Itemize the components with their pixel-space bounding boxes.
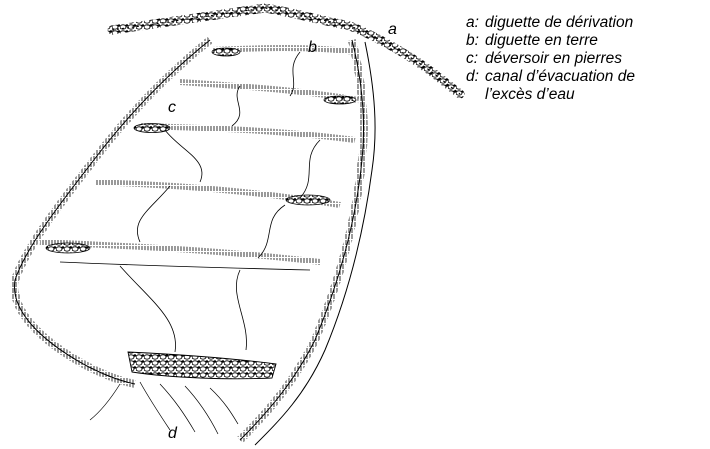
stone-weirs [46, 48, 356, 379]
legend-text: diguette de dérivation [485, 14, 633, 32]
legend-key: c: [466, 50, 485, 68]
label-b: b [308, 39, 317, 56]
label-d: d [168, 425, 178, 442]
legend-text: déversoir en pierres [485, 50, 622, 68]
legend-key: d: [466, 68, 485, 104]
label-c: c [168, 99, 176, 116]
legend-item-b: b: diguette en terre [466, 32, 710, 50]
legend-item-d: d: canal d’évacuation de l’excès d’eau [466, 68, 710, 104]
outer-bank [14, 40, 210, 384]
outflow-streaks [90, 382, 238, 434]
legend-key: b: [466, 32, 485, 50]
legend-item-c: c: déversoir en pierres [466, 50, 710, 68]
legend-text: diguette en terre [485, 32, 598, 50]
legend: a: diguette de dérivation b: diguette en… [466, 14, 710, 104]
legend-item-a: a: diguette de dérivation [466, 14, 710, 32]
label-a: a [388, 21, 397, 38]
legend-key: a: [466, 14, 485, 32]
legend-text: canal d’évacuation de l’excès d’eau [485, 68, 635, 104]
